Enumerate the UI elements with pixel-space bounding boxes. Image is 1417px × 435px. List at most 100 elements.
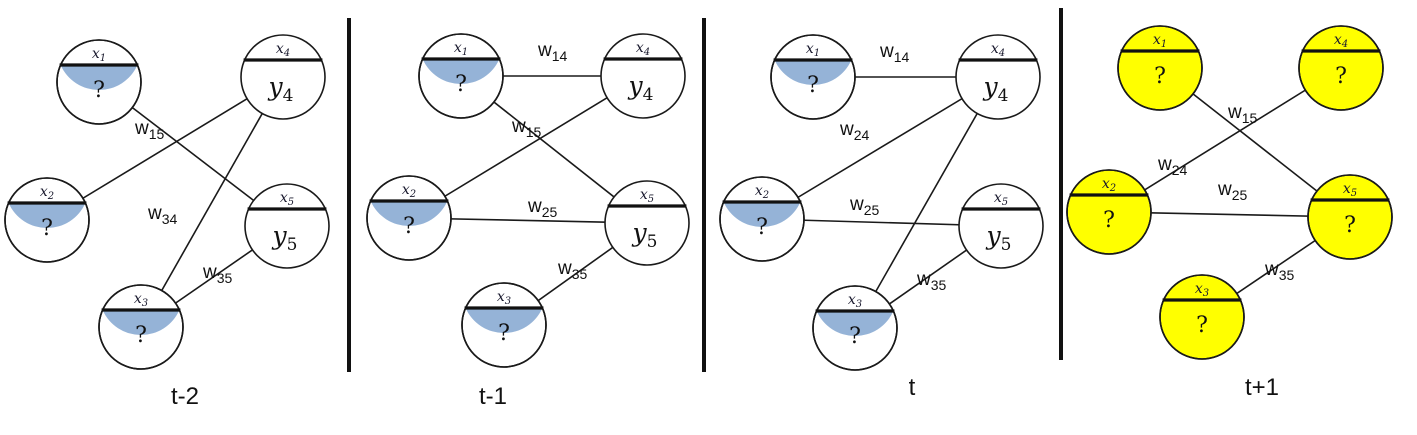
weight-label-w24: w24 (839, 119, 870, 143)
weight-label-w35: w35 (202, 262, 233, 286)
node-circle (600, 33, 686, 119)
weight-label-w34: w34 (147, 203, 178, 227)
weight-label-w14: w14 (879, 41, 910, 65)
node-value-region (723, 202, 801, 227)
node-variable-label: x2 (40, 184, 54, 202)
node-value-region (102, 310, 180, 335)
node-x2: x2? (719, 176, 805, 262)
node-x2: x2? (4, 177, 90, 263)
edge-2-4 (46, 76, 284, 221)
weight-label-w25: w25 (527, 196, 558, 220)
node-value-region (60, 65, 138, 91)
node-x4: x4? (1298, 25, 1384, 111)
weight-label-w15: w15 (134, 118, 165, 142)
node-value-region (370, 201, 448, 226)
edge-3-4 (140, 76, 284, 328)
node-value-region (1121, 51, 1199, 76)
node-x3: x3? (461, 282, 547, 368)
node-value-region (1163, 300, 1241, 325)
node-value-region (816, 311, 894, 336)
node-unknown-value: ? (807, 73, 819, 98)
node-observed-value: y4 (268, 72, 294, 106)
time-step-label: t-2 (171, 383, 199, 410)
node-x4: x4 y4 (955, 34, 1041, 120)
node-variable-label: x5 (640, 187, 654, 205)
node-variable-label: x5 (1343, 181, 1357, 199)
node-variable-label: x1 (1153, 32, 1167, 50)
node-value-region (1070, 195, 1148, 221)
edge-2-4 (1108, 67, 1342, 213)
node-variable-label: x1 (454, 40, 468, 58)
node-variable-label: x3 (1195, 281, 1209, 299)
node-value-region (1311, 200, 1389, 226)
node-x1: x1? (56, 39, 142, 125)
node-variable-label: x3 (848, 292, 862, 310)
node-variable-label: x2 (1102, 176, 1116, 194)
node-value-region (1302, 51, 1380, 77)
node-observed-value: y5 (272, 221, 298, 255)
node-observed-value: y5 (632, 218, 658, 252)
node-value-region (8, 203, 86, 229)
time-step-label: t-1 (479, 383, 507, 410)
node-variable-label: x5 (280, 190, 294, 208)
node-circle (604, 180, 690, 266)
weight-label-w35: w35 (1264, 259, 1295, 283)
node-unknown-value: ? (849, 324, 861, 349)
node-circle (955, 34, 1041, 120)
node-observed-value: y5 (986, 221, 1012, 255)
node-x1: x1? (770, 34, 856, 120)
node-variable-label: x4 (1334, 32, 1348, 50)
node-x1: x1? (1117, 25, 1203, 111)
node-variable-label: x1 (806, 41, 820, 59)
node-unknown-value: ? (135, 323, 147, 348)
edge-3-4 (854, 76, 999, 329)
node-circle (244, 183, 330, 269)
node-variable-label: x2 (755, 183, 769, 201)
node-x5: x5? (1307, 174, 1393, 260)
edge-2-4 (408, 75, 644, 219)
node-x5: x5 y5 (604, 180, 690, 266)
node-value-region (422, 59, 500, 84)
node-variable-label: x4 (636, 40, 650, 58)
node-unknown-value: ? (756, 215, 768, 240)
node-variable-label: x3 (134, 291, 148, 309)
node-variable-label: x2 (402, 182, 416, 200)
node-x3: x3? (98, 284, 184, 370)
weight-label-w35: w35 (557, 258, 588, 282)
node-observed-value: y4 (983, 72, 1009, 106)
node-unknown-value: ? (41, 216, 53, 241)
node-observed-value: y4 (628, 71, 654, 105)
weight-label-w25: w25 (1217, 179, 1248, 203)
weight-label-w14: w14 (537, 40, 568, 64)
node-x3: x3? (812, 285, 898, 371)
weight-label-w35: w35 (916, 269, 947, 293)
node-variable-label: x1 (92, 46, 106, 64)
node-value-region (465, 308, 543, 333)
node-unknown-value: ? (1344, 213, 1356, 238)
time-step-label: t (909, 374, 916, 401)
node-x1: x1? (418, 33, 504, 119)
node-circle (240, 34, 326, 120)
node-variable-label: x4 (991, 41, 1005, 59)
node-x3: x3? (1159, 274, 1245, 360)
node-x2: x2? (1066, 169, 1152, 255)
node-x2: x2? (366, 175, 452, 261)
node-x5: x5 y5 (244, 183, 330, 269)
node-unknown-value: ? (403, 214, 415, 239)
node-unknown-value: ? (93, 78, 105, 103)
node-variable-label: x3 (497, 289, 511, 307)
node-value-region (774, 60, 852, 85)
node-unknown-value: ? (1103, 208, 1115, 233)
node-unknown-value: ? (498, 321, 510, 346)
node-unknown-value: ? (1154, 64, 1166, 89)
weight-label-w25: w25 (849, 194, 880, 218)
node-circle (958, 183, 1044, 269)
edge-2-4 (761, 76, 999, 220)
time-step-label: t+1 (1245, 374, 1279, 401)
